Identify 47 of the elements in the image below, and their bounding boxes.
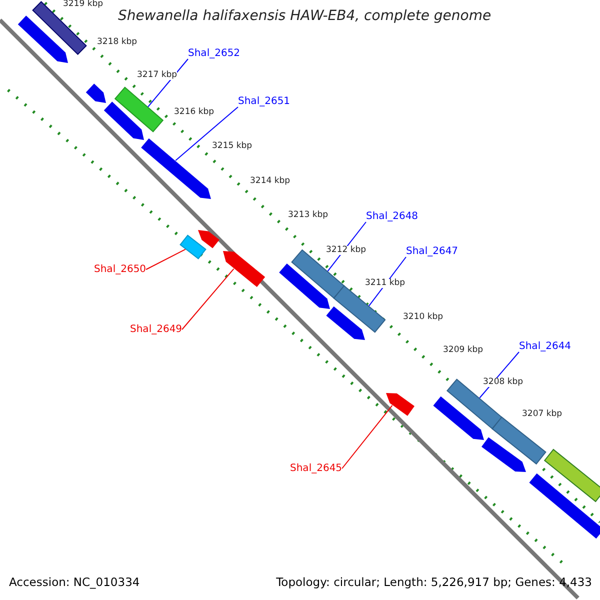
genome-info: Topology: circular; Length: 5,226,917 bp; Genes: 4,433 <box>276 576 592 589</box>
gene-feature <box>529 473 600 539</box>
title: Shewanella halifaxensis HAW-EB4, complete genome <box>118 9 492 24</box>
scale-label: 3212 kbp <box>326 246 366 256</box>
gene-feature <box>114 86 164 132</box>
gene-label: Shal_2650 <box>94 264 146 275</box>
scale-label: 3218 kbp <box>97 38 138 48</box>
scale-label: 3207 kbp <box>522 410 562 420</box>
gene-label: Shal_2644 <box>519 341 572 352</box>
gene-feature <box>544 448 600 502</box>
genome-info: Accession: NC_010334 <box>9 576 140 589</box>
gene-feature <box>333 285 386 333</box>
gene-label: Shal_2651 <box>238 96 290 107</box>
scale-label: 3209 kbp <box>443 346 484 356</box>
scale-label: 3216 kbp <box>174 108 214 118</box>
gene-feature <box>104 102 144 140</box>
gene-label: Shal_2647 <box>406 246 458 257</box>
scale-label: 3213 kbp <box>288 211 328 220</box>
gene-feature <box>279 264 330 309</box>
gene-feature <box>223 251 266 287</box>
leader-line <box>175 106 238 161</box>
leader-line <box>148 58 188 108</box>
scale-label: 3217 kbp <box>137 71 178 80</box>
leader-line <box>182 268 234 330</box>
gene-feature <box>433 396 484 440</box>
gene-feature <box>18 16 68 63</box>
gene-feature <box>198 230 220 248</box>
gene-feature <box>386 393 414 416</box>
scale-label: 3214 kbp <box>250 177 290 186</box>
gene-feature <box>180 234 206 260</box>
gene-label: Shal_2648 <box>366 211 418 222</box>
gene-feature <box>492 416 546 465</box>
gene-label: Shal_2645 <box>290 463 342 474</box>
leader-line <box>146 248 186 270</box>
gene-feature <box>86 84 106 103</box>
gene-feature <box>446 378 502 430</box>
gene-label: Shal_2649 <box>130 324 182 335</box>
scale-label: 3210 kbp <box>403 313 444 322</box>
scale-label: 3215 kbp <box>212 142 252 152</box>
leader-line <box>342 404 393 469</box>
gene-feature <box>326 306 365 340</box>
gene-feature <box>32 1 87 55</box>
gene-feature <box>141 138 211 199</box>
scale-label: 3211 kbp <box>365 279 406 288</box>
gene-label: Shal_2652 <box>188 48 240 59</box>
gene-feature <box>482 437 526 472</box>
scale-label: 3208 kbp <box>483 378 524 388</box>
